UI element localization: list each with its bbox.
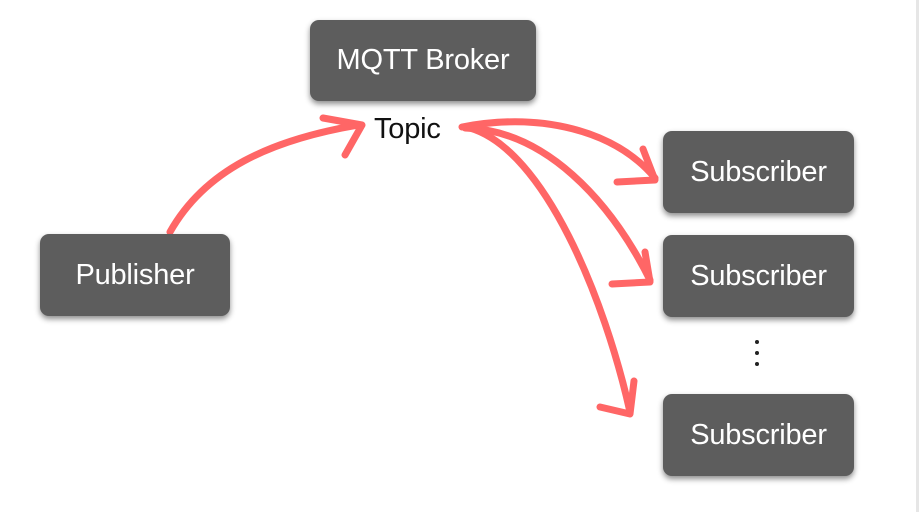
topic-label: Topic [374, 113, 441, 145]
arrow-publisher-to-topic [166, 121, 362, 236]
subscriber-node-1: Subscriber [663, 131, 854, 213]
arrow-topic-to-subscriber-1 [458, 118, 659, 182]
arrowhead-topic-to-subscriber-2 [608, 248, 654, 288]
publisher-node: Publisher [40, 234, 230, 316]
arrow-topic-to-subscriber-3 [466, 124, 634, 416]
subscriber-node-3: Subscriber [663, 394, 854, 476]
subscriber-label: Subscriber [690, 155, 827, 188]
publisher-label: Publisher [75, 258, 195, 291]
arrowhead-topic-to-subscriber-1 [613, 145, 659, 186]
subscriber-label: Subscriber [690, 418, 827, 451]
arrow-topic-to-subscriber-2 [461, 124, 654, 284]
arrowhead-publisher-to-topic [319, 114, 366, 159]
mqtt-broker-label: MQTT Broker [336, 44, 510, 76]
ellipsis-vertical-icon [751, 340, 763, 380]
right-edge-border [916, 0, 919, 512]
arrowhead-topic-to-subscriber-3 [596, 377, 638, 418]
subscriber-node-2: Subscriber [663, 235, 854, 317]
subscriber-label: Subscriber [690, 259, 827, 292]
mqtt-broker-node: MQTT Broker [310, 20, 536, 101]
